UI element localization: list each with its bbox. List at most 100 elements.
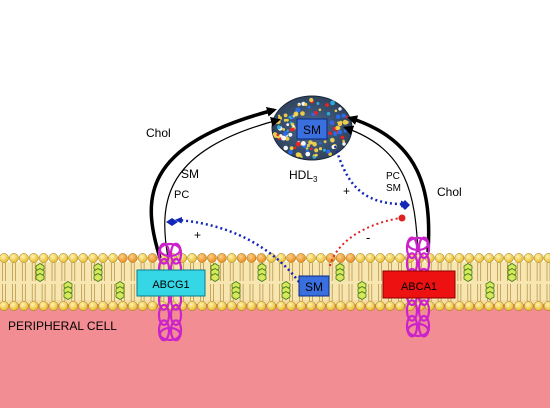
plus-left-label: + bbox=[194, 228, 201, 242]
lipid-head bbox=[296, 301, 305, 310]
lipid-head bbox=[257, 253, 266, 262]
lipid-head bbox=[336, 301, 345, 310]
cholesterol-molecule bbox=[508, 264, 516, 282]
lipid-head bbox=[69, 301, 78, 310]
cholesterol-molecule bbox=[116, 282, 124, 300]
lipid-head bbox=[227, 301, 236, 310]
lipid-head bbox=[118, 253, 127, 262]
lipid-head bbox=[79, 301, 88, 310]
lipid-head bbox=[445, 253, 454, 262]
cholesterol-molecule bbox=[358, 282, 366, 300]
lipid-head bbox=[197, 301, 206, 310]
lipid-head bbox=[0, 253, 9, 262]
lipid-head bbox=[326, 301, 335, 310]
lipid-head bbox=[316, 253, 325, 262]
lipid-head bbox=[49, 253, 58, 262]
lipid-head bbox=[247, 301, 256, 310]
lipid-head bbox=[504, 253, 513, 262]
lipid-head bbox=[69, 253, 78, 262]
lipid-head bbox=[267, 253, 276, 262]
lipid-head bbox=[197, 253, 206, 262]
lipid-head bbox=[29, 253, 38, 262]
chol-right-label: Chol bbox=[437, 185, 462, 199]
lipid-head bbox=[514, 301, 523, 310]
lipid-head bbox=[9, 301, 18, 310]
lipid-head bbox=[207, 301, 216, 310]
lipid-head bbox=[356, 253, 365, 262]
lipid-head bbox=[435, 301, 444, 310]
lipid-head bbox=[138, 301, 147, 310]
lipid-head bbox=[287, 253, 296, 262]
cholesterol-molecule bbox=[282, 282, 290, 300]
minus-right-label: - bbox=[366, 230, 370, 245]
lipid-head bbox=[346, 253, 355, 262]
cholesterol-molecule bbox=[94, 264, 102, 282]
lipid-head bbox=[98, 253, 107, 262]
lipid-head bbox=[306, 301, 315, 310]
lipid-head bbox=[524, 253, 533, 262]
lipid-head bbox=[445, 301, 454, 310]
lipid-head bbox=[534, 253, 543, 262]
lipid-head bbox=[336, 253, 345, 262]
abcg1-stimulation-node bbox=[166, 218, 178, 226]
lipid-head bbox=[494, 301, 503, 310]
lipid-head bbox=[475, 253, 484, 262]
peripheral-cell-region bbox=[0, 300, 550, 408]
lipid-head bbox=[108, 301, 117, 310]
cholesterol-molecule bbox=[211, 264, 219, 282]
lipid-head bbox=[267, 301, 276, 310]
lipid-head bbox=[386, 253, 395, 262]
lipid-head bbox=[217, 253, 226, 262]
lipid-head bbox=[386, 301, 395, 310]
hdl3-particle: SM bbox=[272, 96, 352, 160]
lipid-head bbox=[0, 301, 9, 310]
lipid-head bbox=[39, 301, 48, 310]
lipid-head bbox=[227, 253, 236, 262]
sm-right-label: SM bbox=[386, 183, 401, 194]
lipid-head bbox=[29, 301, 38, 310]
lipid-head bbox=[19, 301, 28, 310]
abca1-label: ABCA1 bbox=[401, 281, 437, 293]
abca1-stimulation-node bbox=[400, 200, 410, 210]
lipid-head bbox=[485, 301, 494, 310]
abca1-pc-sm-efflux-arrow bbox=[346, 128, 418, 252]
hdl3-label: HDL3 bbox=[289, 168, 318, 184]
lipid-head bbox=[277, 301, 286, 310]
lipid-head bbox=[316, 301, 325, 310]
cholesterol-molecule bbox=[258, 264, 266, 282]
lipid-head bbox=[455, 253, 464, 262]
abcg1-label: ABCG1 bbox=[152, 279, 189, 291]
lipid-head bbox=[366, 301, 375, 310]
lipid-head bbox=[504, 301, 513, 310]
lipid-head bbox=[98, 301, 107, 310]
lipid-head bbox=[138, 253, 147, 262]
lipid-head bbox=[475, 301, 484, 310]
lipid-head bbox=[455, 301, 464, 310]
chol-left-label: Chol bbox=[146, 126, 171, 140]
lipid-head bbox=[247, 253, 256, 262]
sm-particle-label: SM bbox=[303, 123, 321, 137]
lipid-head bbox=[128, 301, 137, 310]
lipid-head bbox=[494, 253, 503, 262]
lipid-head bbox=[435, 253, 444, 262]
lipid-head bbox=[346, 301, 355, 310]
lipid-head bbox=[108, 253, 117, 262]
lipid-head bbox=[9, 253, 18, 262]
lipid-head bbox=[296, 253, 305, 262]
lipid-head bbox=[534, 301, 543, 310]
pc-right-label: PC bbox=[386, 171, 400, 182]
cholesterol-molecule bbox=[464, 264, 472, 282]
lipid-head bbox=[217, 301, 226, 310]
lipid-head bbox=[287, 301, 296, 310]
lipid-head bbox=[59, 253, 68, 262]
lipid-head bbox=[395, 253, 404, 262]
cholesterol-molecule bbox=[486, 282, 494, 300]
lipid-head bbox=[19, 253, 28, 262]
abca1-inhibition-node bbox=[399, 215, 406, 222]
lipid-head bbox=[366, 253, 375, 262]
lipid-head bbox=[465, 253, 474, 262]
lipid-head bbox=[544, 253, 550, 262]
lipid-head bbox=[237, 253, 246, 262]
